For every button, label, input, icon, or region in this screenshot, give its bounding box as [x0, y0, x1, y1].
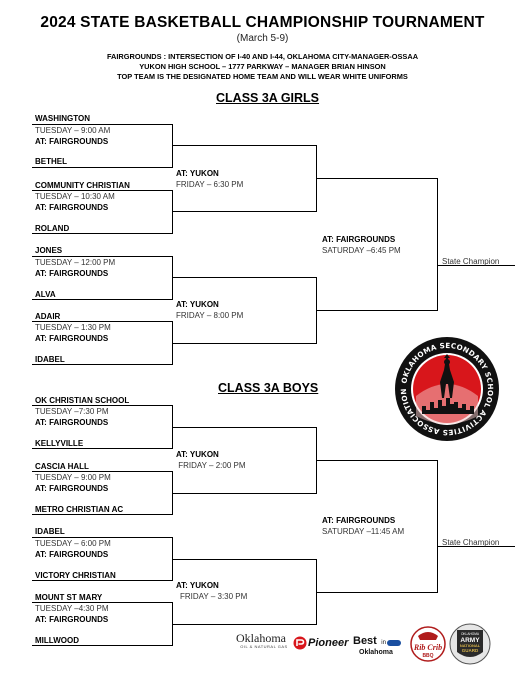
boys-g4-location: AT: FAIRGROUNDS	[35, 615, 109, 624]
pioneer-mark-icon	[293, 636, 307, 650]
page-title: 2024 STATE BASKETBALL CHAMPIONSHIP TOURN…	[40, 14, 485, 31]
girls-final-location: AT: FAIRGROUNDS	[322, 235, 396, 244]
boys-g2-time: TUESDAY – 9:00 PM	[35, 473, 111, 482]
boys-g1-time: TUESDAY –7:30 PM	[35, 407, 109, 416]
sponsor-best-in: in	[381, 640, 386, 646]
sponsor-guard-state: OKLAHOMA	[461, 632, 480, 636]
girls-g3-time: TUESDAY – 12:00 PM	[35, 258, 116, 267]
boys-g3-top-team: IDABEL	[35, 527, 65, 536]
info-line-2: YUKON HIGH SCHOOL – 1777 PARKWAY – MANAG…	[139, 62, 386, 71]
boys-g1-location: AT: FAIRGROUNDS	[35, 418, 109, 427]
boys-g3-location: AT: FAIRGROUNDS	[35, 550, 109, 559]
girls-heading: CLASS 3A GIRLS	[216, 91, 320, 105]
boys-final-time: SATURDAY –11:45 AM	[322, 527, 405, 536]
sponsor-pioneer-name: Pioneer	[308, 637, 349, 649]
girls-g4-time: TUESDAY – 1:30 PM	[35, 323, 111, 332]
girls-champion-label: State Champion	[442, 257, 500, 266]
girls-g4-top-team: ADAIR	[35, 312, 61, 321]
boys-champion-label: State Champion	[442, 538, 500, 547]
girls-g1-top-team: WASHINGTON	[35, 114, 90, 123]
sponsor-pioneer-logo: Pioneer	[293, 635, 351, 651]
boys-g3-bottom-team: VICTORY CHRISTIAN	[35, 571, 116, 580]
sponsor-best-in-oklahoma-logo: Best in Oklahoma	[353, 634, 409, 658]
girls-g3-top-team: JONES	[35, 246, 63, 255]
girls-g2-bottom-team: ROLAND	[35, 224, 70, 233]
boys-semi1-time: FRIDAY – 2:00 PM	[176, 461, 246, 470]
ossaa-logo: OKLAHOMA SECONDARY SCHOOL ACTIVITIES ASS…	[394, 336, 500, 442]
boys-g4-bottom-team: MILLWOOD	[35, 636, 79, 645]
sponsor-ribcrib-tagline: BBQ	[422, 653, 433, 659]
sponsor-best-name: Best	[353, 635, 377, 647]
boys-final-location: AT: FAIRGROUNDS	[322, 516, 396, 525]
girls-g2-location: AT: FAIRGROUNDS	[35, 203, 109, 212]
sponsor-oklahoma-name: Oklahoma	[236, 631, 286, 645]
girls-g1-time: TUESDAY – 9:00 AM	[35, 126, 111, 135]
boys-g1-bottom-team: KELLYVILLE	[35, 439, 84, 448]
girls-g2-top-team: COMMUNITY CHRISTIAN	[35, 181, 130, 190]
boys-g1-top-team: OK CHRISTIAN SCHOOL	[35, 396, 130, 405]
boys-g2-top-team: CASCIA HALL	[35, 462, 89, 471]
sponsor-oklahoma-tagline: OIL & NATURAL GAS	[240, 644, 288, 649]
boys-heading: CLASS 3A BOYS	[218, 381, 319, 395]
girls-semi1-location: AT: YUKON	[176, 169, 219, 178]
girls-g3-location: AT: FAIRGROUNDS	[35, 269, 109, 278]
girls-semi2-location: AT: YUKON	[176, 300, 219, 309]
girls-final-time: SATURDAY –6:45 PM	[322, 246, 401, 255]
boys-g2-bottom-team: METRO CHRISTIAN AC	[35, 505, 124, 514]
boys-g2-location: AT: FAIRGROUNDS	[35, 484, 109, 493]
sponsor-rib-crib-logo: Rib Crib BBQ	[409, 626, 447, 662]
sponsor-best-oklahoma: Oklahoma	[359, 649, 393, 656]
sponsor-army-national-guard-logo: OKLAHOMA ARMY NATIONAL GUARD	[449, 622, 491, 666]
ford-oval-icon	[387, 640, 401, 646]
sponsor-guard-guard: GUARD	[462, 648, 479, 653]
sponsor-oklahoma-oil-gas-logo: Oklahoma OIL & NATURAL GAS	[236, 632, 292, 654]
girls-g3-bottom-team: ALVA	[35, 290, 56, 299]
sponsor-guard-army: ARMY	[460, 637, 480, 644]
girls-semi2-time: FRIDAY – 8:00 PM	[176, 311, 244, 320]
girls-g4-location: AT: FAIRGROUNDS	[35, 334, 109, 343]
boys-semi2-time: FRIDAY – 3:30 PM	[180, 592, 248, 601]
info-line-1: FAIRGROUNDS : INTERSECTION OF I-40 AND I…	[106, 52, 419, 61]
sponsor-guard-national: NATIONAL	[460, 643, 481, 648]
tournament-dates: (March 5-9)	[236, 33, 289, 44]
girls-g1-location: AT: FAIRGROUNDS	[35, 137, 109, 146]
boys-semi2-location: AT: YUKON	[176, 581, 219, 590]
girls-g4-bottom-team: IDABEL	[35, 355, 65, 364]
boys-g4-time: TUESDAY –4:30 PM	[35, 604, 109, 613]
girls-g1-bottom-team: BETHEL	[35, 157, 67, 166]
boys-g3-time: TUESDAY – 6:00 PM	[35, 539, 111, 548]
sponsor-ribcrib-name: Rib Crib	[413, 643, 442, 652]
girls-semi1-time: FRIDAY – 6:30 PM	[176, 180, 244, 189]
info-line-3: TOP TEAM IS THE DESIGNATED HOME TEAM AND…	[117, 72, 408, 81]
boys-semi1-location: AT: YUKON	[176, 450, 219, 459]
girls-g2-time: TUESDAY – 10:30 AM	[35, 192, 115, 201]
boys-g4-top-team: MOUNT ST MARY	[35, 593, 103, 602]
